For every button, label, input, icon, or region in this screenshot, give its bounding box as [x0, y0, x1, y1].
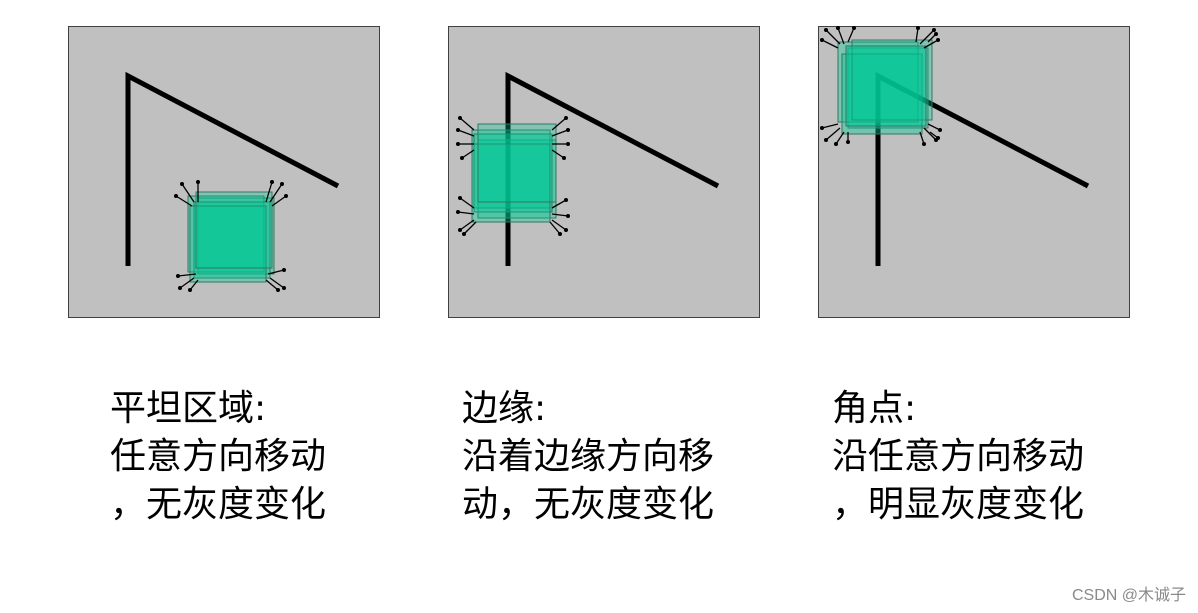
panel-background — [68, 26, 380, 318]
caption-line: 沿任意方向移动 — [832, 436, 1085, 477]
caption-title: 平坦区域: — [110, 388, 267, 429]
move-direction-arrows — [175, 181, 287, 291]
line-shape — [875, 71, 1090, 266]
caption-line: 动，无灰度变化 — [462, 484, 715, 525]
caption-corner: 角点: 沿任意方向移动 ，明显灰度变化 — [832, 385, 1084, 529]
sliding-window — [837, 39, 933, 135]
line-shape — [505, 71, 720, 266]
move-direction-arrows — [457, 117, 569, 235]
watermark: CSDN @木诚子 — [1071, 587, 1186, 604]
move-direction-arrowheads — [820, 26, 942, 146]
edge-diagram — [448, 26, 760, 318]
move-direction-arrows — [821, 27, 941, 145]
flat-region-diagram — [68, 26, 380, 318]
sliding-window — [471, 123, 557, 223]
caption-title: 边缘: — [462, 388, 547, 429]
panel-flat-region — [68, 26, 380, 318]
caption-line: ，无灰度变化 — [110, 484, 327, 525]
move-direction-arrowheads — [174, 180, 288, 292]
panel-background — [448, 26, 760, 318]
caption-flat-region: 平坦区域: 任意方向移动 ，无灰度变化 — [110, 385, 326, 529]
move-direction-arrowheads — [456, 116, 570, 236]
caption-line: ，明显灰度变化 — [832, 484, 1085, 525]
panel-corner — [818, 26, 1130, 318]
panel-background — [818, 26, 1130, 318]
sliding-window — [187, 191, 275, 283]
caption-line: 沿着边缘方向移 — [462, 436, 715, 477]
line-shape — [125, 71, 340, 266]
caption-edge: 边缘: 沿着边缘方向移 动，无灰度变化 — [462, 385, 714, 529]
caption-line: 任意方向移动 — [110, 436, 327, 477]
panel-edge — [448, 26, 760, 318]
corner-diagram — [818, 26, 1130, 318]
caption-title: 角点: — [832, 388, 917, 429]
